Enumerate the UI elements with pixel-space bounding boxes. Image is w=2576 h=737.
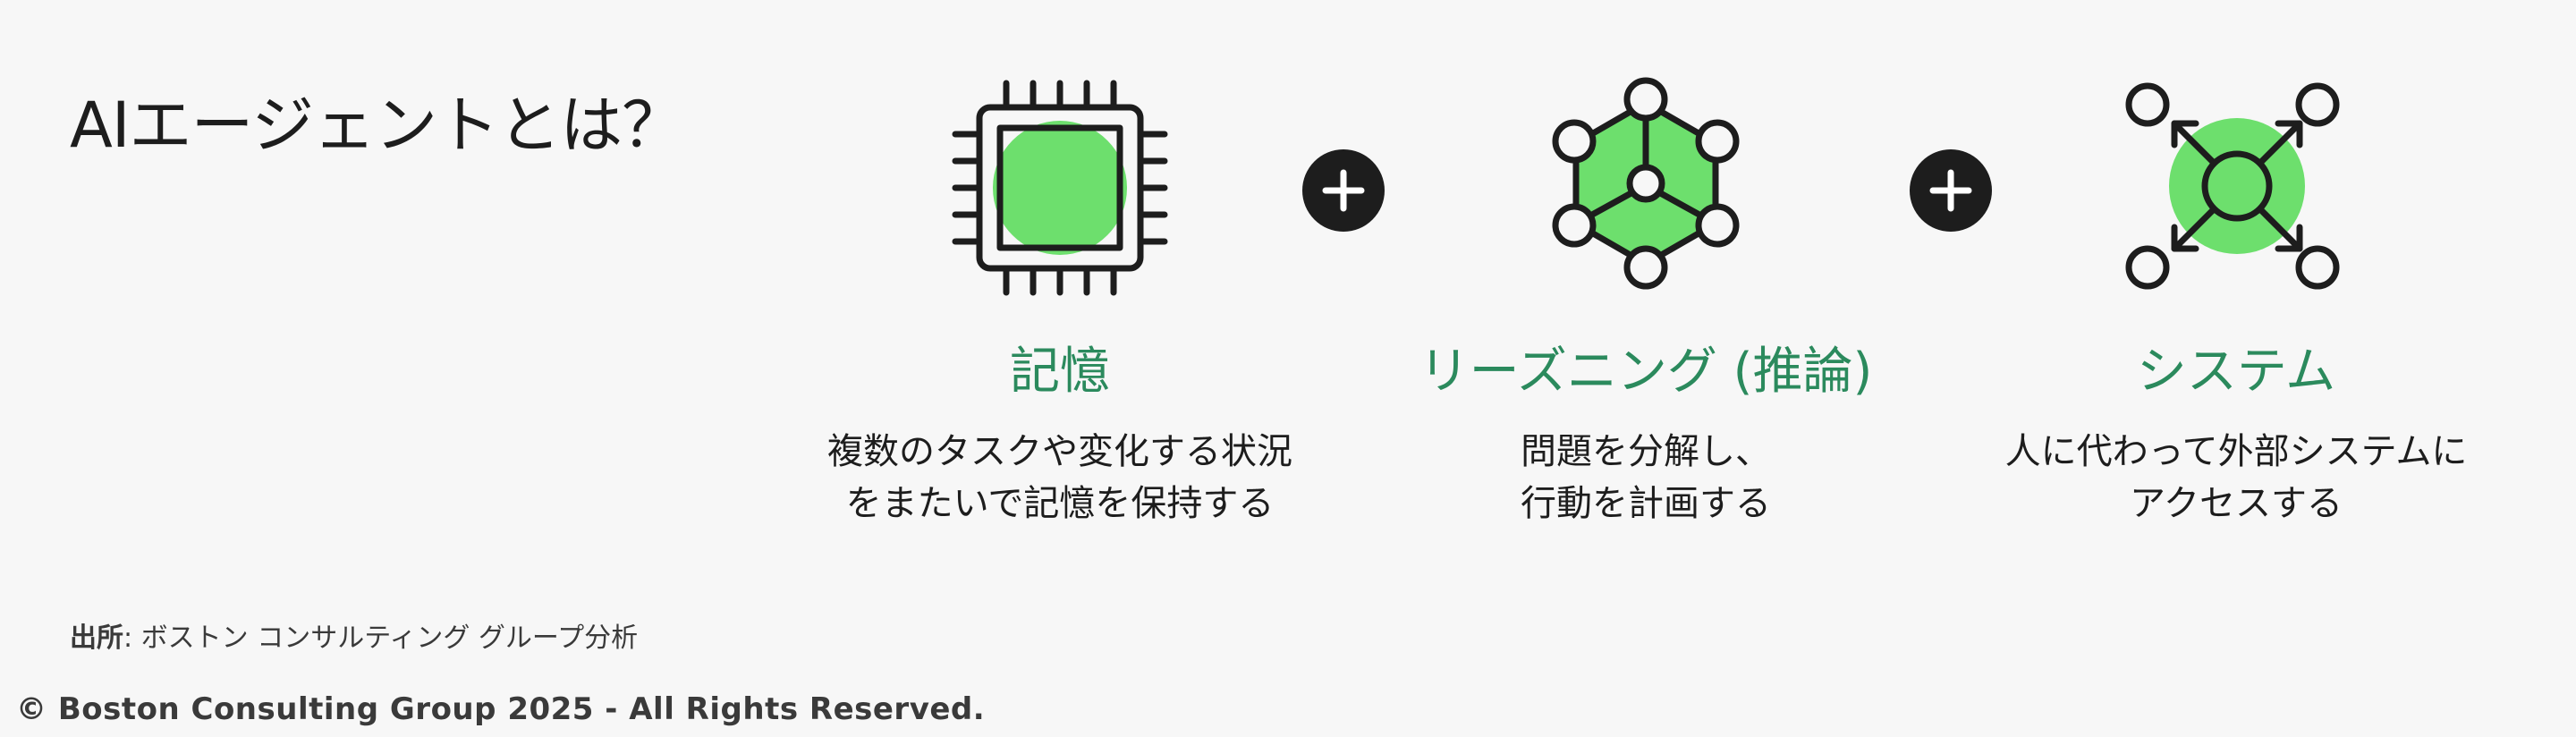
concept-title-system: システム [2136,343,2336,401]
concept-desc-line: 人に代わって外部システムに [2004,431,2468,472]
source-text: ボストン コンサルティング グループ分析 [140,623,639,654]
concept-desc-line: アクセスする [2130,483,2343,524]
plus-icon [1910,149,1992,232]
page-title: AIエージェントとは？ [70,89,684,162]
copyright-notice: © Boston Consulting Group 2025 - All Rig… [16,691,986,727]
concept-desc-system: 人に代わって外部システムに アクセスする [1923,426,2549,529]
source-label: 出所 [70,623,123,654]
reasoning-network-icon [1525,67,1767,309]
concept-desc-line: 行動を計画する [1521,483,1771,524]
concept-desc-line: 複数のタスクや変化する状況 [827,431,1292,472]
plus-icon [1302,149,1385,232]
concept-title-reasoning: リーズニング (推論) [1419,343,1873,401]
concept-desc-reasoning: 問題を分解し、 行動を計画する [1333,426,1959,529]
concept-desc-line: 問題を分解し、 [1521,431,1771,472]
concept-desc-memory: 複数のタスクや変化する状況 をまたいで記憶を保持する [747,426,1373,529]
memory-chip-icon [939,67,1181,309]
source-note: 出所: ボストン コンサルティング グループ分析 [70,623,639,654]
concept-desc-line: をまたいで記憶を保持する [845,483,1275,524]
system-connections-icon [2115,67,2357,309]
concept-title-memory: 記憶 [1010,343,1110,401]
